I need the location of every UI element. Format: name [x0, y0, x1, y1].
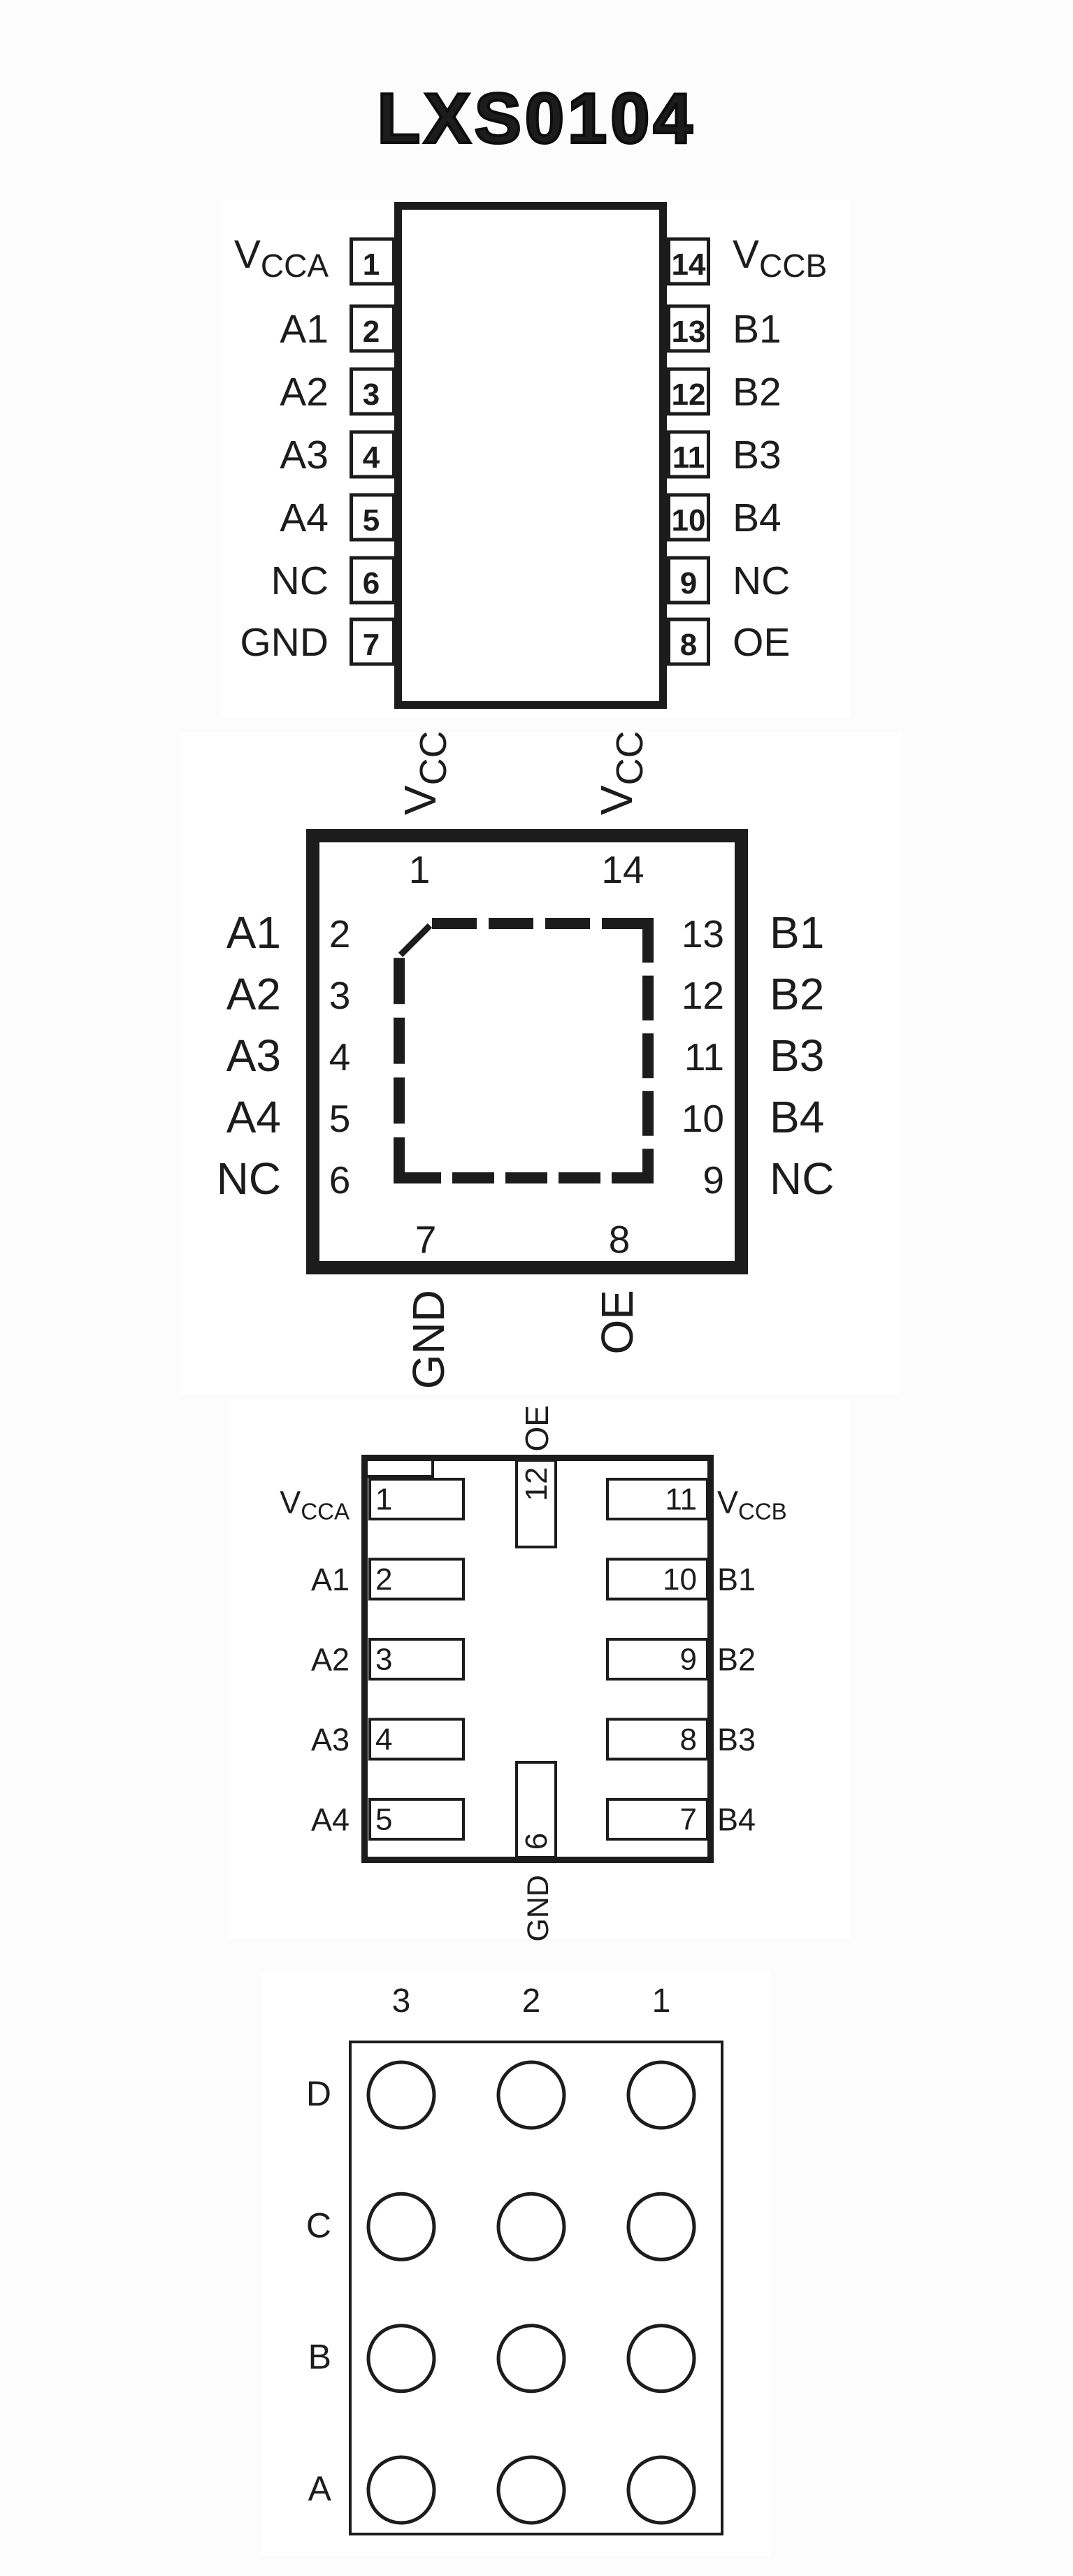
svg-text:14: 14 — [601, 848, 644, 891]
svg-text:A3: A3 — [311, 1722, 350, 1757]
svg-text:11: 11 — [665, 1483, 697, 1517]
svg-text:13: 13 — [682, 912, 724, 956]
svg-text:7: 7 — [680, 1803, 697, 1837]
svg-text:A4: A4 — [311, 1802, 350, 1838]
svg-text:A3: A3 — [280, 433, 329, 477]
svg-text:10: 10 — [672, 503, 706, 538]
svg-text:11: 11 — [684, 1035, 724, 1079]
svg-text:LXS0104: LXS0104 — [377, 80, 696, 158]
svg-text:5: 5 — [363, 503, 380, 538]
svg-text:8: 8 — [680, 1722, 697, 1757]
svg-text:NC: NC — [733, 559, 790, 603]
svg-text:B1: B1 — [717, 1562, 756, 1597]
svg-text:7: 7 — [415, 1218, 437, 1261]
svg-text:GND: GND — [521, 1875, 555, 1942]
svg-text:B1: B1 — [733, 307, 782, 352]
svg-text:9: 9 — [680, 1643, 697, 1677]
svg-text:B2: B2 — [717, 1642, 756, 1678]
svg-text:C: C — [306, 2206, 331, 2245]
svg-text:6: 6 — [519, 1833, 554, 1850]
svg-text:B3: B3 — [733, 433, 782, 477]
svg-text:2: 2 — [375, 1562, 392, 1597]
svg-text:A3: A3 — [226, 1030, 281, 1081]
svg-text:A4: A4 — [226, 1092, 281, 1142]
svg-text:1: 1 — [375, 1483, 392, 1517]
svg-text:8: 8 — [609, 1218, 631, 1261]
svg-text:6: 6 — [329, 1158, 351, 1202]
svg-text:3: 3 — [329, 974, 351, 1017]
svg-text:4: 4 — [375, 1722, 392, 1757]
svg-text:2: 2 — [329, 912, 351, 956]
svg-text:12: 12 — [519, 1467, 554, 1502]
svg-text:6: 6 — [363, 566, 380, 600]
svg-text:12: 12 — [672, 377, 706, 412]
svg-text:A1: A1 — [226, 907, 281, 958]
svg-text:4: 4 — [329, 1035, 351, 1079]
svg-text:3: 3 — [375, 1643, 392, 1677]
svg-text:13: 13 — [672, 315, 706, 349]
svg-text:B: B — [308, 2338, 331, 2377]
svg-text:A2: A2 — [226, 969, 281, 1019]
svg-text:GND: GND — [240, 620, 329, 665]
svg-text:8: 8 — [680, 628, 697, 662]
svg-text:1: 1 — [652, 1983, 671, 2020]
svg-text:2: 2 — [522, 1983, 541, 2020]
svg-text:B2: B2 — [770, 969, 824, 1019]
svg-text:14: 14 — [672, 247, 706, 282]
svg-text:1: 1 — [409, 848, 431, 891]
svg-text:A2: A2 — [280, 370, 329, 415]
svg-text:B3: B3 — [770, 1030, 824, 1081]
svg-text:5: 5 — [329, 1097, 351, 1140]
svg-text:A1: A1 — [311, 1562, 350, 1597]
svg-text:VCC: VCC — [591, 731, 651, 815]
svg-text:10: 10 — [663, 1562, 697, 1597]
svg-text:B4: B4 — [717, 1802, 756, 1838]
svg-text:1: 1 — [363, 247, 380, 282]
svg-text:A: A — [308, 2469, 332, 2508]
svg-text:NC: NC — [770, 1153, 834, 1204]
svg-text:B1: B1 — [770, 907, 824, 958]
svg-text:A2: A2 — [311, 1642, 350, 1678]
svg-text:A1: A1 — [280, 307, 329, 352]
svg-text:11: 11 — [672, 440, 705, 475]
svg-text:10: 10 — [682, 1097, 724, 1140]
svg-text:OE: OE — [592, 1290, 642, 1354]
svg-text:7: 7 — [363, 628, 380, 662]
svg-text:A4: A4 — [280, 496, 329, 540]
svg-text:B2: B2 — [733, 370, 782, 415]
svg-text:5: 5 — [375, 1803, 392, 1837]
svg-text:3: 3 — [363, 377, 380, 412]
svg-text:9: 9 — [680, 566, 697, 600]
svg-text:NC: NC — [271, 559, 329, 603]
svg-text:B3: B3 — [717, 1722, 756, 1757]
svg-text:4: 4 — [363, 440, 380, 475]
svg-text:B4: B4 — [733, 496, 782, 540]
svg-text:NC: NC — [217, 1153, 281, 1204]
svg-text:GND: GND — [403, 1290, 454, 1389]
svg-text:OE: OE — [733, 620, 790, 665]
svg-text:12: 12 — [682, 974, 724, 1017]
svg-text:3: 3 — [392, 1983, 411, 2020]
svg-text:OE: OE — [519, 1405, 555, 1451]
svg-text:9: 9 — [703, 1158, 724, 1202]
svg-text:D: D — [306, 2074, 331, 2113]
svg-text:B4: B4 — [770, 1092, 824, 1142]
svg-text:2: 2 — [363, 315, 380, 349]
